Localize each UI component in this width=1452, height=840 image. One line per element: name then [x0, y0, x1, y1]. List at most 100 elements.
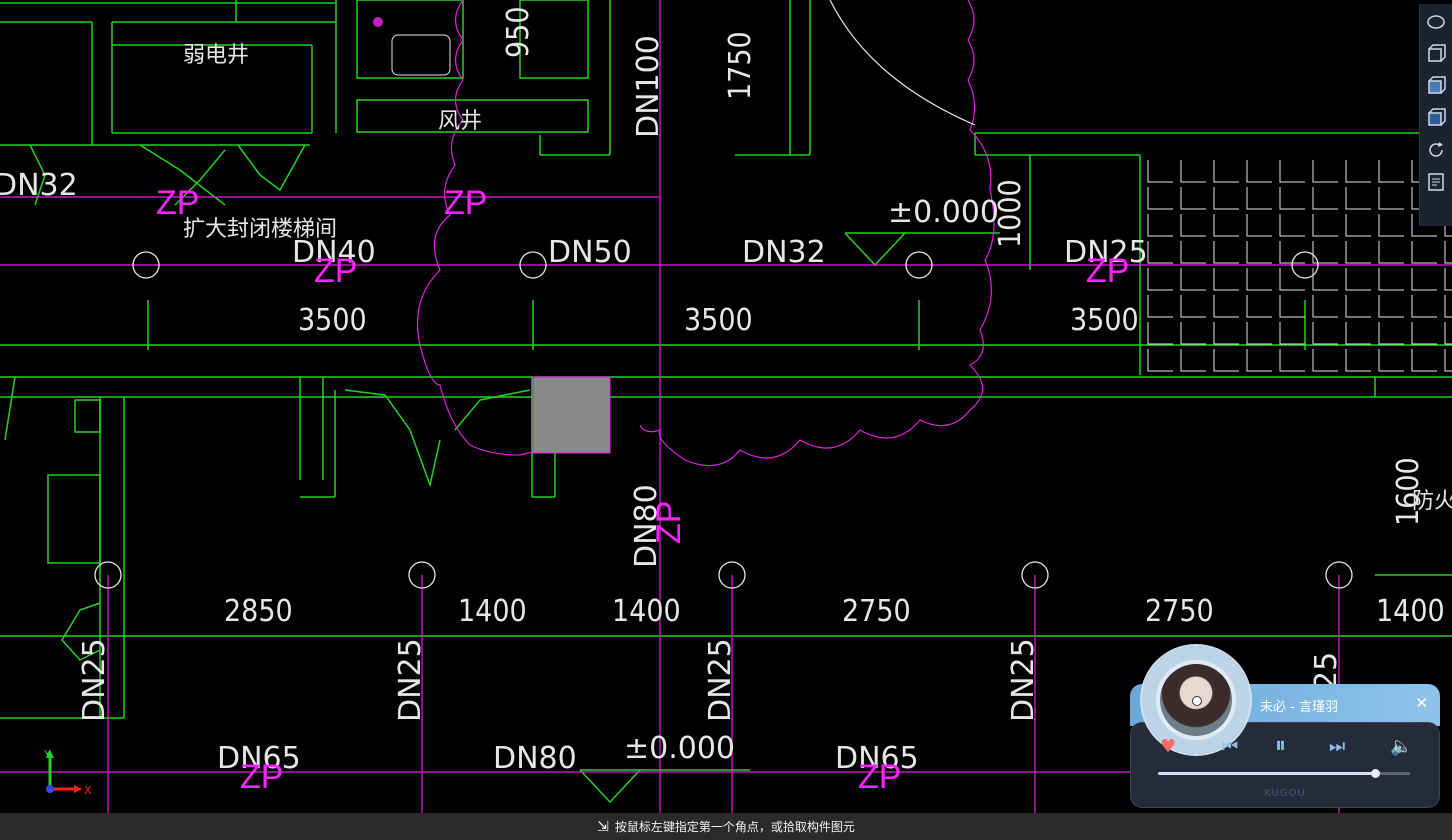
elevation-label: ±0.000	[888, 195, 999, 230]
volume-icon[interactable]: 🔈	[1390, 736, 1413, 757]
tile	[1180, 241, 1206, 264]
view-3d-icon[interactable]	[1422, 40, 1450, 68]
tile	[1444, 349, 1452, 372]
tile	[1378, 160, 1404, 183]
tile	[1213, 322, 1239, 345]
music-player[interactable]: 未必 - 言瑾羽 ✕ ♥ ⏮ ⏸ ⏭ 🔈 KUGOU	[1130, 646, 1440, 808]
tile	[1345, 241, 1371, 264]
progress-handle[interactable]	[1370, 769, 1380, 778]
command-status-bar: ⇲ 按鼠标左键指定第一个角点，或拾取构件图元	[0, 813, 1452, 840]
tile	[1180, 187, 1206, 210]
tile	[1213, 160, 1239, 183]
tile	[1147, 241, 1173, 264]
tile	[1213, 268, 1239, 291]
tile	[1213, 214, 1239, 237]
tile	[1378, 295, 1404, 318]
wall-lines	[0, 0, 1452, 804]
dimension-labels: 950 1750 1000 1600 3500 3500 3500 2850 1…	[224, 6, 1445, 629]
fixture-icon	[373, 17, 383, 27]
tile	[1378, 268, 1404, 291]
elevation-labels: ±0.000 ±0.000	[624, 195, 999, 766]
tile-grid	[1147, 160, 1452, 372]
tile	[1345, 187, 1371, 210]
tile	[1180, 295, 1206, 318]
tile	[1246, 241, 1272, 264]
zp-label: ZP	[240, 758, 283, 796]
zp-label: ZP	[314, 252, 357, 290]
tile	[1378, 349, 1404, 372]
ucs-axis-icon: Y X	[43, 748, 92, 797]
room-label: 防火	[1412, 489, 1452, 514]
tile	[1411, 241, 1437, 264]
tile	[1279, 160, 1305, 183]
tile	[1378, 322, 1404, 345]
tile	[1312, 349, 1338, 372]
tile	[1345, 322, 1371, 345]
tile	[1345, 160, 1371, 183]
heart-icon[interactable]: ♥	[1160, 736, 1177, 757]
pipe-label: DN25	[77, 638, 112, 722]
tile	[1213, 349, 1239, 372]
pipe-label: DN32	[742, 235, 826, 270]
zp-label: ZP	[1086, 252, 1129, 290]
cube-icon[interactable]	[1422, 72, 1450, 100]
tile	[1312, 187, 1338, 210]
pipe-label: 25	[1309, 652, 1344, 690]
zp-label: ZP	[156, 184, 199, 222]
pipe-size-labels: DN32 DN40 DN50 DN32 DN25 DN100 DN80 DN25…	[0, 35, 1344, 776]
tile	[1213, 295, 1239, 318]
ucs-x-label: X	[84, 784, 92, 797]
tile	[1279, 349, 1305, 372]
tile	[1246, 160, 1272, 183]
tile	[1312, 214, 1338, 237]
tile	[1213, 187, 1239, 210]
tile	[1147, 349, 1173, 372]
album-disc[interactable]	[1142, 646, 1250, 754]
orbit-icon[interactable]	[1422, 8, 1450, 36]
dimension-label: 2850	[224, 594, 293, 629]
previous-icon[interactable]: ⏮	[1222, 736, 1239, 757]
tile	[1378, 241, 1404, 264]
tile	[1444, 295, 1452, 318]
progress-bar[interactable]	[1158, 769, 1410, 778]
tile	[1279, 241, 1305, 264]
tile	[1345, 214, 1371, 237]
dimension-label: 3500	[1070, 303, 1139, 338]
dimension-label: 3500	[684, 303, 753, 338]
pipe-label: DN25	[1064, 235, 1148, 270]
tile	[1246, 322, 1272, 345]
elevation-label: ±0.000	[624, 731, 735, 766]
box-icon[interactable]	[1422, 104, 1450, 132]
album-avatar	[1160, 664, 1232, 736]
tile	[1411, 268, 1437, 291]
tile	[1246, 295, 1272, 318]
tile	[1279, 295, 1305, 318]
room-label: 弱电井	[183, 43, 249, 68]
tile	[1180, 349, 1206, 372]
player-controls: ♥ ⏮ ⏸ ⏭ 🔈	[1130, 733, 1440, 764]
tile	[1345, 295, 1371, 318]
close-icon[interactable]: ✕	[1415, 694, 1428, 712]
tile	[1246, 214, 1272, 237]
player-brand: KUGOU	[1264, 788, 1306, 799]
pipe-label: DN65	[217, 741, 301, 776]
tile	[1345, 268, 1371, 291]
tile	[1213, 241, 1239, 264]
tile	[1312, 295, 1338, 318]
tile	[1246, 349, 1272, 372]
tile	[1312, 160, 1338, 183]
room-labels: 弱电井 风井 扩大封闭楼梯间 防火	[183, 43, 1452, 514]
pipe-label: DN40	[292, 235, 376, 270]
dimension-label: 1400	[458, 594, 527, 629]
refresh-icon[interactable]	[1422, 136, 1450, 164]
pause-icon[interactable]: ⏸	[1275, 733, 1287, 758]
dimension-label: 1600	[1391, 457, 1426, 526]
tile	[1444, 268, 1452, 291]
zp-label: ZP	[858, 758, 901, 796]
pipe-label: DN50	[548, 235, 632, 270]
next-icon[interactable]: ⏭	[1329, 736, 1346, 757]
tile	[1411, 214, 1437, 237]
list-icon[interactable]	[1422, 168, 1450, 196]
